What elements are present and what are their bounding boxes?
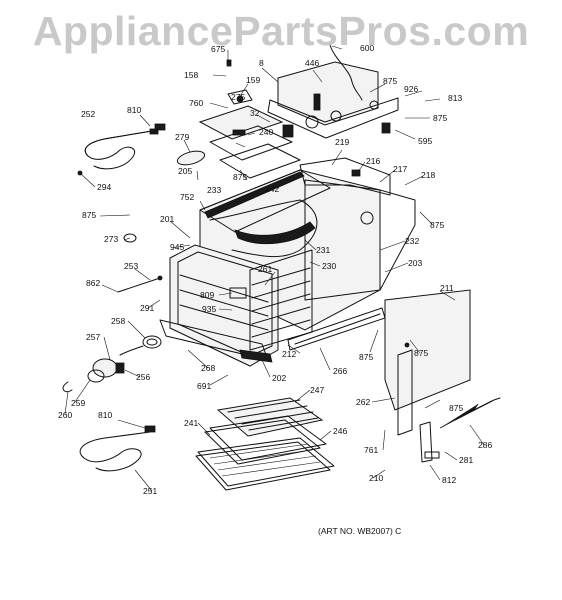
temperature-sensor xyxy=(117,275,163,293)
part-label-935: 935 xyxy=(202,304,216,314)
part-label-446: 446 xyxy=(305,58,319,68)
part-label-810: 810 xyxy=(127,105,141,115)
part-label-32: 32 xyxy=(250,108,260,118)
part-label-875: 875 xyxy=(433,113,447,123)
part-label-691: 691 xyxy=(197,381,211,391)
part-label-205: 205 xyxy=(178,166,192,176)
part-label-257: 257 xyxy=(86,332,100,342)
part-label-260: 260 xyxy=(58,410,72,420)
part-label-675: 675 xyxy=(211,44,225,54)
part-label-875: 875 xyxy=(233,172,247,182)
part-label-875: 875 xyxy=(82,210,96,220)
part-label-211: 211 xyxy=(440,283,454,293)
part-label-251: 251 xyxy=(143,486,157,496)
part-label-233: 233 xyxy=(207,185,221,195)
part-label-945: 945 xyxy=(170,242,184,252)
part-label-761: 761 xyxy=(364,445,378,455)
part-label-268: 268 xyxy=(201,363,215,373)
part-label-218: 218 xyxy=(421,170,435,180)
screw-273 xyxy=(123,233,137,243)
part-label-259: 259 xyxy=(71,398,85,408)
art-number: (ART NO. WB2007) C xyxy=(318,526,401,536)
part-label-812: 812 xyxy=(442,475,456,485)
part-label-210: 210 xyxy=(369,473,383,483)
part-label-875: 875 xyxy=(383,76,397,86)
part-label-760: 760 xyxy=(189,98,203,108)
oven-rack xyxy=(195,437,335,491)
top-cover-plate xyxy=(198,105,301,179)
bottom-front-trim xyxy=(159,319,273,363)
part-label-279: 279 xyxy=(175,132,189,142)
broil-element xyxy=(77,123,166,176)
side-panel-right xyxy=(384,289,471,436)
part-label-875: 875 xyxy=(359,352,373,362)
oven-light-socket xyxy=(119,335,162,356)
part-label-809: 809 xyxy=(200,290,214,300)
part-label-8: 8 xyxy=(259,58,264,68)
part-label-810: 810 xyxy=(98,410,112,420)
part-label-600: 600 xyxy=(360,43,374,53)
part-label-875: 875 xyxy=(414,348,428,358)
part-label-258: 258 xyxy=(111,316,125,326)
part-label-253: 253 xyxy=(124,261,138,271)
part-label-217: 217 xyxy=(393,164,407,174)
light-clip xyxy=(62,381,73,393)
oven-light-bulb xyxy=(92,358,125,378)
part-label-266: 266 xyxy=(333,366,347,376)
part-label-201: 201 xyxy=(160,214,174,224)
control-panel-back xyxy=(267,44,399,139)
part-label-286: 286 xyxy=(478,440,492,450)
part-label-291: 291 xyxy=(140,303,154,313)
part-label-875: 875 xyxy=(430,220,444,230)
part-label-241: 241 xyxy=(184,418,198,428)
part-labels: 675 600 158 159 446 8 875 926 813 875 59… xyxy=(58,43,492,536)
part-label-203: 203 xyxy=(408,258,422,268)
part-label-281: 281 xyxy=(459,455,473,465)
oven-light-cover xyxy=(87,369,105,383)
part-label-232: 232 xyxy=(405,236,419,246)
part-label-159: 159 xyxy=(246,75,260,85)
part-label-246: 246 xyxy=(333,426,347,436)
part-label-862: 862 xyxy=(86,278,100,288)
part-label-275: 275 xyxy=(231,92,245,102)
part-label-231: 231 xyxy=(316,245,330,255)
part-label-252: 252 xyxy=(81,109,95,119)
part-label-273: 273 xyxy=(104,234,118,244)
wire-clip xyxy=(176,150,206,166)
part-label-219: 219 xyxy=(335,137,349,147)
broiler-pan-grid xyxy=(216,397,324,437)
part-label-875: 875 xyxy=(449,403,463,413)
oven-front-frame xyxy=(169,244,279,367)
part-label-212: 212 xyxy=(282,349,296,359)
part-label-261: 261 xyxy=(258,264,272,274)
part-label-242: 242 xyxy=(265,184,279,194)
thermostat-bracket xyxy=(226,59,294,138)
part-label-216: 216 xyxy=(366,156,380,166)
part-label-256: 256 xyxy=(136,372,150,382)
part-label-294: 294 xyxy=(97,182,111,192)
hinge-spring xyxy=(454,397,501,421)
part-label-240: 240 xyxy=(259,127,273,137)
bake-element xyxy=(79,425,156,472)
part-label-926: 926 xyxy=(404,84,418,94)
part-label-262: 262 xyxy=(356,397,370,407)
part-label-202: 202 xyxy=(272,373,286,383)
part-label-752: 752 xyxy=(180,192,194,202)
broiler-pan xyxy=(204,415,327,465)
leader-lines xyxy=(64,45,485,492)
part-label-813: 813 xyxy=(448,93,462,103)
part-label-158: 158 xyxy=(184,70,198,80)
part-label-595: 595 xyxy=(418,136,432,146)
part-label-247: 247 xyxy=(310,385,324,395)
part-label-230: 230 xyxy=(322,261,336,271)
